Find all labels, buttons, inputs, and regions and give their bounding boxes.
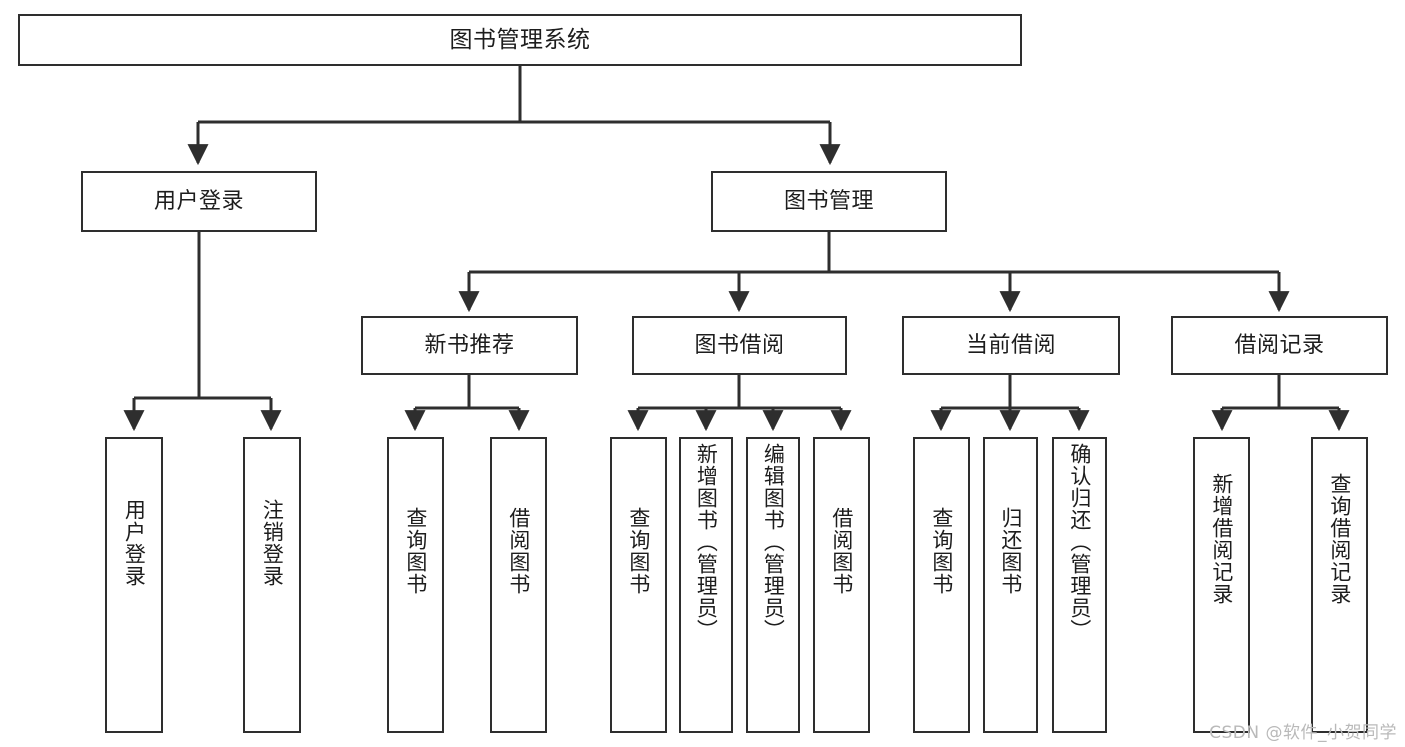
- leaf-borrow-book-borrow[interactable]: 借阅图书: [813, 437, 870, 733]
- node-label: 图书管理系统: [449, 26, 591, 53]
- node-label: 用户登录: [122, 499, 147, 587]
- node-new-book-recommend[interactable]: 新书推荐: [361, 316, 578, 375]
- leaf-query-book-current[interactable]: 查询图书: [913, 437, 970, 733]
- node-label: 借阅记录: [1234, 332, 1325, 358]
- node-label: 查询借阅记录: [1327, 473, 1352, 605]
- node-label: 查询图书: [626, 507, 651, 595]
- node-book-management[interactable]: 图书管理: [711, 171, 947, 232]
- node-label: 借阅图书: [506, 507, 531, 595]
- node-borrow-record[interactable]: 借阅记录: [1171, 316, 1388, 375]
- node-user-login[interactable]: 用户登录: [81, 171, 317, 232]
- leaf-confirm-return-admin[interactable]: 确认归还（管理员）: [1052, 437, 1107, 733]
- node-label: 新增借阅记录: [1209, 473, 1234, 605]
- node-label: 新增图书（管理员）: [694, 443, 719, 641]
- csdn-watermark: CSDN @软件_小贺同学: [1209, 723, 1397, 743]
- leaf-query-book-borrow[interactable]: 查询图书: [610, 437, 667, 733]
- node-label: 图书管理: [783, 188, 874, 214]
- node-label: 用户登录: [153, 188, 244, 214]
- leaf-logout-login[interactable]: 注销登录: [243, 437, 301, 733]
- leaf-borrow-book-new-book[interactable]: 借阅图书: [490, 437, 547, 733]
- node-label: 借阅图书: [829, 507, 854, 595]
- node-label: 编辑图书（管理员）: [761, 443, 786, 641]
- node-label: 注销登录: [260, 499, 285, 587]
- node-label: 当前借阅: [965, 332, 1056, 358]
- node-label: 新书推荐: [424, 332, 515, 358]
- node-label: 归还图书: [998, 507, 1023, 595]
- node-label: 确认归还（管理员）: [1067, 443, 1092, 641]
- node-root-book-management-system[interactable]: 图书管理系统: [18, 14, 1022, 66]
- leaf-query-book-new-book[interactable]: 查询图书: [387, 437, 444, 733]
- node-label: 查询图书: [403, 507, 428, 595]
- leaf-add-borrow-record[interactable]: 新增借阅记录: [1193, 437, 1250, 733]
- leaf-edit-book-admin[interactable]: 编辑图书（管理员）: [746, 437, 800, 733]
- node-current-borrow[interactable]: 当前借阅: [902, 316, 1120, 375]
- node-book-borrow[interactable]: 图书借阅: [632, 316, 847, 375]
- leaf-add-book-admin[interactable]: 新增图书（管理员）: [679, 437, 733, 733]
- node-label: 图书借阅: [694, 332, 785, 358]
- leaf-return-book[interactable]: 归还图书: [983, 437, 1038, 733]
- node-label: 查询图书: [929, 507, 954, 595]
- leaf-query-borrow-record[interactable]: 查询借阅记录: [1311, 437, 1368, 733]
- leaf-user-login[interactable]: 用户登录: [105, 437, 163, 733]
